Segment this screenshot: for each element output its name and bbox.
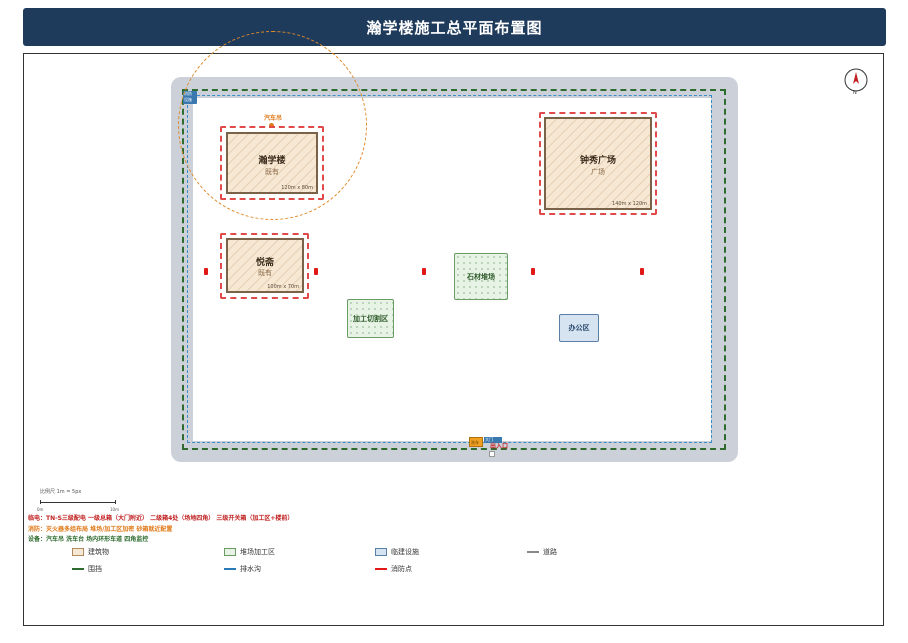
legend-swatch [375,548,387,556]
hydrant-point [422,268,426,275]
hydrant-point [314,268,318,275]
legend-drain: 排水沟 [224,564,261,574]
hydrant-point [531,268,535,275]
guard-booth [489,451,495,457]
legend-line [72,568,84,570]
wash-station: 洗车 [469,437,483,447]
legend-label: 堆场加工区 [240,548,275,556]
legend-road: 道路 [527,547,557,557]
legend-label: 建筑物 [88,548,109,556]
building-yuezhai[interactable]: 悦斋 既有 100m x 70m [226,238,304,293]
legend-yard: 堆场加工区 [224,547,275,557]
stone-yard[interactable]: 石材堆场 [454,253,508,300]
crane-position [269,123,274,128]
legend-label: 消防点 [391,565,412,573]
page-title: 瀚学楼施工总平面布置图 [23,8,886,46]
building-zhongxiu[interactable]: 钟秀广场 广场 140m x 120m [544,117,652,210]
building-name: 钟秀广场 [579,156,616,166]
north-compass: N [844,68,868,96]
building-kind: 既有 [258,269,272,277]
scale-tick [40,500,41,504]
building-name: 悦斋 [255,258,274,268]
gate-label: 大门 [485,437,493,442]
fire-zone-hanxue [220,126,324,200]
scale-zero: 0m [37,507,44,512]
legend-fence: 围挡 [72,564,102,574]
note-fire: 消防：灭火器多组布局 堆场/加工区加密 砂箱就近配置 [28,526,173,533]
legend-swatch [72,548,84,556]
hydrant-point [204,268,208,275]
scale-text: 比例尺 1m = 5px [40,489,82,495]
fire-zone-yuezhai [220,233,309,299]
legend-label: 道路 [543,548,557,556]
fire-zone-zhongxiu [539,112,657,215]
scale-tick [115,500,116,504]
gate-marker: 大门 [484,437,502,443]
legend-line [527,551,539,553]
legend-line [224,568,236,570]
hydrant-point [640,268,644,275]
legend-label: 围挡 [88,565,102,573]
site-fence [182,89,726,450]
legend-label: 排水沟 [240,565,261,573]
building-name: 瀚学楼 [258,156,286,166]
drawing-frame [23,53,884,626]
building-hanxue[interactable]: 瀚学楼 既有 120m x 80m [226,132,318,194]
cutting-area[interactable]: 加工切割区 [347,299,394,338]
entrance-label: 出入口 [490,443,509,450]
legend-temporary: 临建设施 [375,547,419,557]
office-area[interactable]: 办公区 [559,314,599,342]
legend-swatch [224,548,236,556]
building-kind: 广场 [591,168,605,176]
scale-end: 10m [110,507,119,512]
note-power: 临电：TN-S三级配电 一级总箱（大门附近） 二级箱4处（场地四角） 三级开关箱… [28,515,294,522]
wash-label: 洗车 [471,440,479,445]
building-kind: 既有 [265,168,279,176]
legend-line [375,568,387,570]
note-equipment: 设备：汽车吊 洗车台 场内环形车道 四角监控 [28,536,149,543]
legend-label: 临建设施 [391,548,419,556]
building-dimensions: 140m x 120m [612,201,647,207]
drainage-ditch [187,95,712,443]
legend-building: 建筑物 [72,547,109,557]
building-dimensions: 100m x 70m [267,284,299,290]
scale-bar [40,502,116,503]
compass-icon [844,68,868,92]
legend-hydrant: 消防点 [375,564,412,574]
compass-letter: N [853,90,857,96]
building-dimensions: 120m x 80m [281,185,313,191]
crane-radius [178,31,367,220]
crane-label: 汽车吊 [263,115,282,122]
